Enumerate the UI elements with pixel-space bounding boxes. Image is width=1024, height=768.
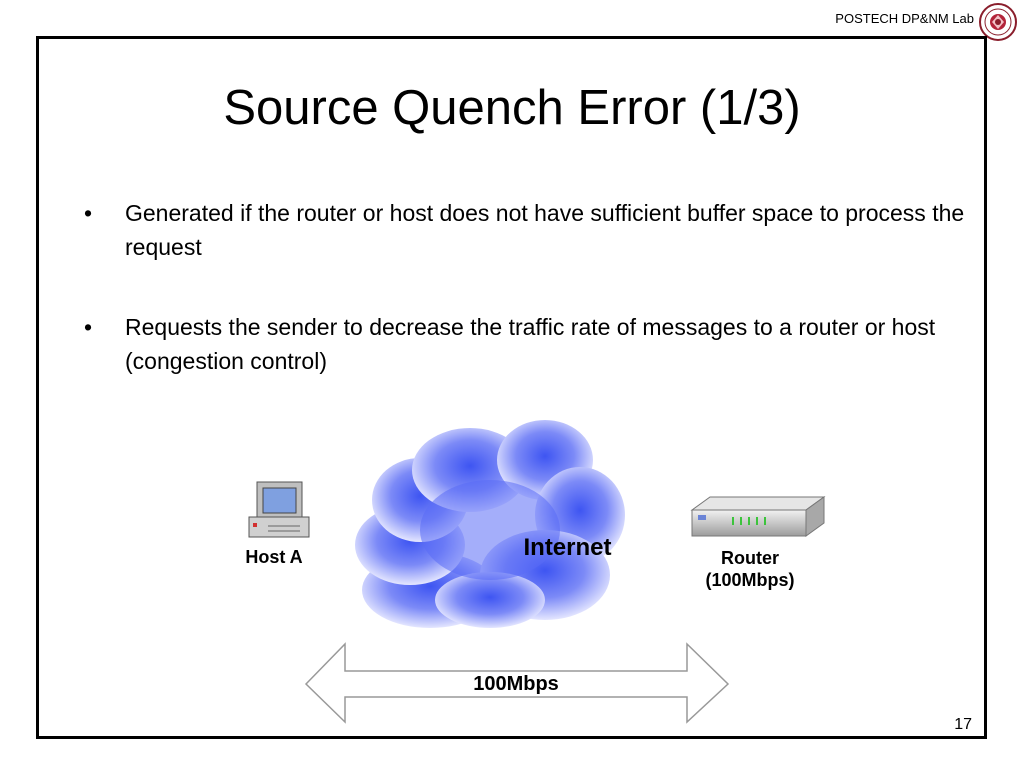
host-label: Host A [245,547,303,567]
bullet-text: Requests the sender to decrease the traf… [125,314,936,374]
bullet-item: • Requests the sender to decrease the tr… [84,310,974,378]
bullet-icon: • [84,200,93,226]
router-label-line2: (100Mbps) [705,570,795,590]
router-label: Router (100Mbps) [685,547,815,591]
slide-title: Source Quench Error (1/3) [223,81,801,135]
bullet-item: • Generated if the router or host does n… [84,196,974,264]
cloud-label: Internet [523,534,612,561]
bullet-list: • Generated if the router or host does n… [84,196,974,424]
bullet-text: Generated if the router or host does not… [125,200,965,260]
lab-name: POSTECH DP&NM Lab [835,11,974,26]
postech-logo-icon [979,3,1017,41]
arrow-label: 100Mbps [473,673,559,695]
slide-frame [36,36,987,739]
bullet-icon: • [84,314,93,340]
router-label-line1: Router [721,548,779,568]
page-number: 17 [954,716,972,733]
